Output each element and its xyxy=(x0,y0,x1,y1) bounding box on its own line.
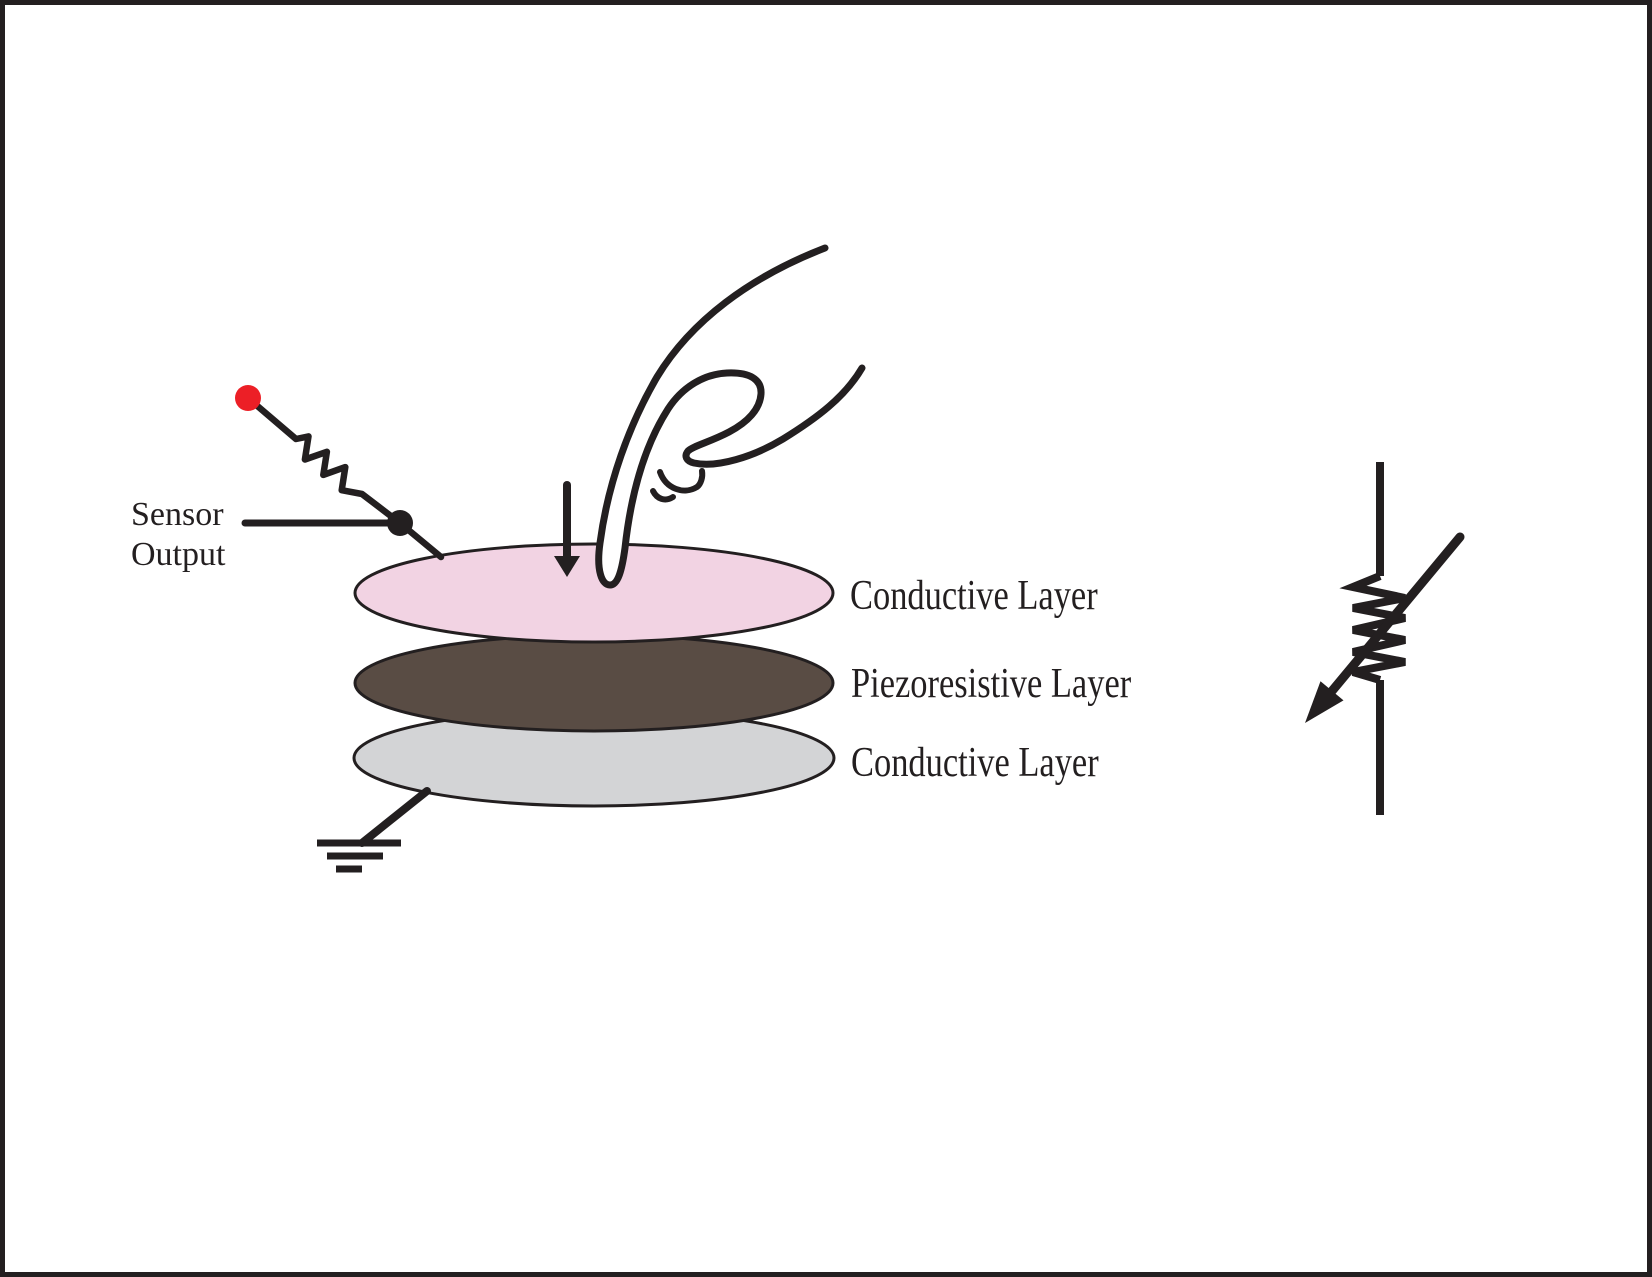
knuckle-crease-small xyxy=(650,488,676,503)
symbol-arrow-shaft xyxy=(1327,532,1465,696)
ground-lead-line xyxy=(358,787,431,847)
earth-ground-icon xyxy=(317,787,431,873)
piezoresistive-layer-label: Piezoresistive Layer xyxy=(851,661,1132,707)
resistor-zigzag-icon xyxy=(251,400,445,561)
diagram-canvas xyxy=(235,244,1465,873)
variable-resistor-icon xyxy=(1305,462,1465,815)
top-conductive-layer-ellipse xyxy=(353,542,835,644)
down-arrow-icon xyxy=(554,481,580,577)
piezoresistive-layer-ellipse xyxy=(353,633,835,733)
symbol-arrow-head xyxy=(1305,681,1344,723)
sensor-output-line1: Sensor xyxy=(131,496,224,533)
terminal-dot xyxy=(235,385,261,411)
symbol-zigzag xyxy=(1339,572,1406,684)
sensor-output-line2: Output xyxy=(131,536,226,573)
pressing-finger-icon xyxy=(595,244,866,589)
bottom-conductive-layer-label: Conductive Layer xyxy=(851,740,1099,786)
down-arrow-head xyxy=(554,556,580,577)
junction-dot xyxy=(387,510,413,536)
knuckle-crease-large xyxy=(657,468,706,494)
top-conductive-layer-label: Conductive Layer xyxy=(850,573,1098,619)
ink-group xyxy=(235,244,1465,873)
finger-outline xyxy=(595,244,866,589)
